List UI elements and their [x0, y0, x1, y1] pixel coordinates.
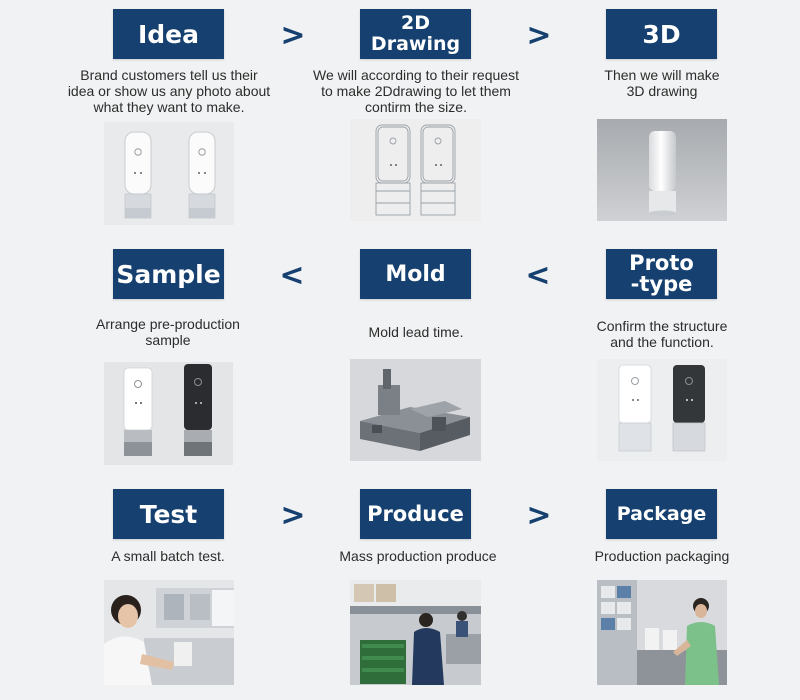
image-idea-grinders — [104, 122, 234, 225]
image-3d-render — [597, 119, 727, 221]
step-desc-package: Production packaging — [594, 548, 730, 564]
step-desc-2d-drawing: We will according to their request to ma… — [313, 67, 519, 115]
step-box-mold: Mold — [360, 249, 471, 299]
image-package-line — [597, 580, 727, 685]
step-title-mold: Mold — [385, 261, 446, 287]
image-produce-factory — [350, 580, 481, 685]
arrow-right-2: > — [526, 18, 552, 53]
step-box-test: Test — [113, 489, 224, 539]
step-desc-sample: Arrange pre-production sample — [96, 316, 240, 348]
image-prototype-grinders — [597, 359, 727, 461]
image-mold — [350, 359, 481, 461]
step-box-3d: 3D — [606, 9, 717, 59]
step-desc-prototype: Confirm the structure and the function. — [596, 318, 728, 350]
arrow-left-2: < — [525, 258, 551, 293]
arrow-left-1: < — [279, 258, 305, 293]
image-sample-grinders — [104, 362, 233, 465]
step-title-3d: 3D — [642, 19, 681, 49]
step-title-idea: Idea — [137, 19, 200, 49]
step-title-2d-drawing: 2D Drawing — [370, 12, 461, 55]
step-title-produce: Produce — [367, 502, 464, 526]
image-2d-drawing — [350, 119, 481, 221]
step-desc-3d: Then we will make 3D drawing — [604, 67, 720, 99]
arrow-right-1: > — [280, 18, 306, 53]
step-desc-produce: Mass production produce — [339, 548, 497, 564]
step-desc-test: A small batch test. — [111, 548, 225, 564]
step-box-2d-drawing: 2D Drawing — [360, 9, 471, 59]
step-title-package: Package — [616, 503, 707, 525]
step-title-test: Test — [139, 499, 198, 529]
step-box-produce: Produce — [360, 489, 471, 539]
image-test-lab — [104, 580, 234, 685]
step-title-prototype: Proto -type — [629, 251, 694, 296]
step-box-idea: Idea — [113, 9, 224, 59]
arrow-right-3: > — [280, 498, 306, 533]
step-desc-mold: Mold lead time. — [368, 324, 464, 340]
arrow-right-4: > — [526, 498, 552, 533]
step-title-sample: Sample — [116, 259, 221, 289]
step-box-package: Package — [606, 489, 717, 539]
step-box-prototype: Proto -type — [606, 249, 717, 299]
step-box-sample: Sample — [113, 249, 224, 299]
step-desc-idea: Brand customers tell us their idea or sh… — [67, 67, 271, 115]
